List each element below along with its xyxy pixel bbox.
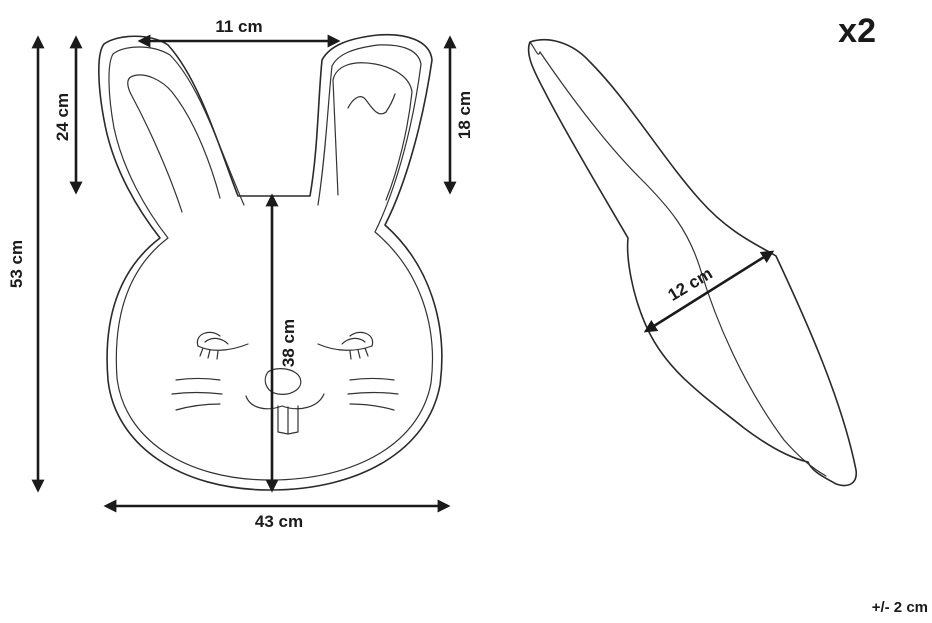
total-width-label: 43 cm <box>255 512 303 531</box>
side-view-seam <box>539 51 827 477</box>
nose-icon <box>264 368 302 395</box>
left-ear-inner <box>127 74 221 213</box>
tolerance-label: +/- 2 cm <box>872 599 928 616</box>
thickness-dimension-line <box>643 250 775 333</box>
right-eye-icon <box>317 331 374 360</box>
side-view-outline <box>527 39 858 487</box>
quantity-label: x2 <box>838 12 876 50</box>
side-view-corner <box>529 41 541 55</box>
right-whiskers <box>347 377 399 411</box>
right-ear-inner <box>332 62 413 201</box>
pillow-side-view <box>527 39 858 487</box>
head-height-label: 38 cm <box>279 319 298 367</box>
left-ear-height-label: 24 cm <box>53 93 72 141</box>
bunny-outline <box>98 33 443 491</box>
left-whiskers <box>171 377 223 411</box>
mouth-icon <box>245 393 325 410</box>
teeth-icon <box>277 405 299 435</box>
total-height-label: 53 cm <box>7 240 26 288</box>
thickness-label: 12 cm <box>665 264 716 305</box>
ear-gap-label: 11 cm <box>215 17 262 36</box>
right-ear-height-label: 18 cm <box>455 91 474 139</box>
left-eye-icon <box>196 331 249 360</box>
bunny-front-view <box>98 33 443 491</box>
right-ear-fold <box>347 93 396 115</box>
